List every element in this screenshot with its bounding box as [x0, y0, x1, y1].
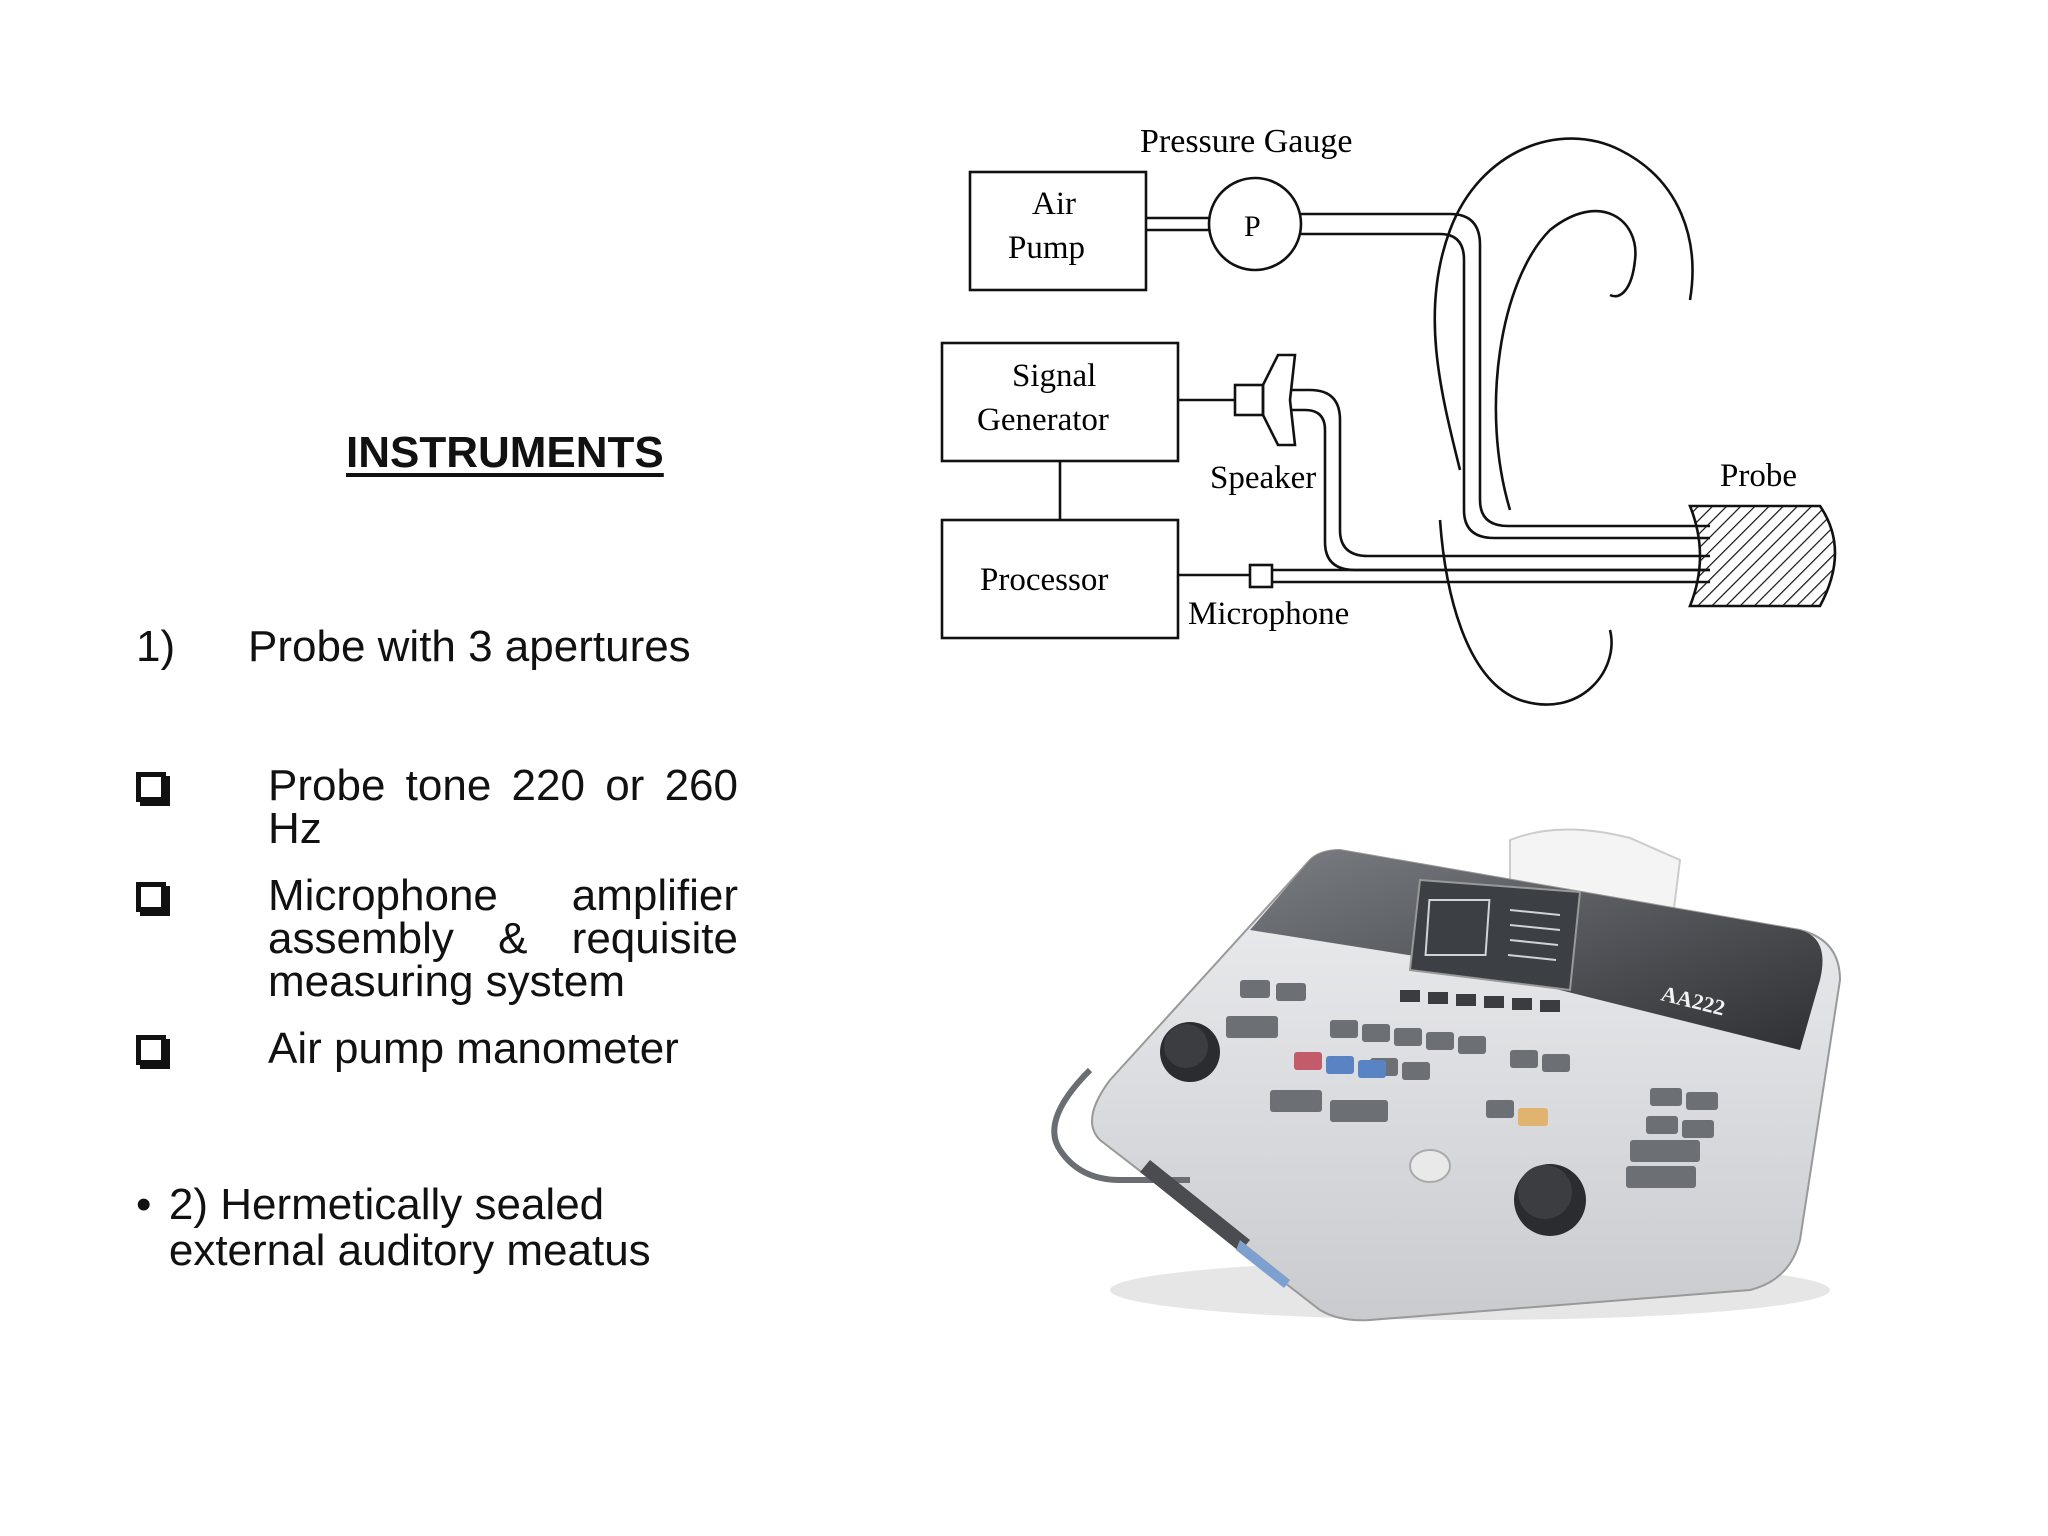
microphone-box	[1248, 563, 1274, 589]
checkbox-bullet-icon	[136, 1035, 170, 1069]
sub-item: Microphone amplifier assembly & requisit…	[136, 871, 738, 1006]
speaker-box	[1233, 383, 1265, 417]
probe-handpiece	[1140, 1160, 1250, 1252]
speaker-label: Speaker	[1210, 460, 1316, 496]
processor-label: Processor	[980, 562, 1108, 598]
gauge-symbol: P	[1244, 210, 1261, 243]
microphone-label: Microphone	[1188, 596, 1349, 632]
sub-item-text: Air pump manometer	[268, 1024, 679, 1073]
pressure-gauge-circle	[1207, 176, 1303, 272]
air-pump-label-line2: Pump	[1008, 230, 1085, 266]
item-2: • 2) Hermetically sealed external audito…	[136, 1182, 756, 1274]
probe-label: Probe	[1720, 458, 1797, 494]
sub-item-list: Probe tone 220 or 260 Hz Microphone ampl…	[136, 764, 738, 1094]
sub-item-text: Microphone amplifier assembly & requisit…	[268, 871, 738, 1006]
checkbox-bullet-icon	[136, 772, 170, 806]
tympanometer-diagram: Pressure Gauge P Air Pump Signal Generat…	[940, 123, 1837, 706]
ear-lobe	[1438, 519, 1613, 706]
sub-item-text: Probe tone 220 or 260 Hz	[268, 761, 738, 853]
tympanometer-device-illustration: AA222	[1051, 828, 1842, 1322]
speaker-cone-icon	[1261, 353, 1297, 447]
bullet-dot: •	[136, 1180, 152, 1229]
sub-item: Probe tone 220 or 260 Hz	[136, 761, 738, 853]
device-screen	[1408, 878, 1582, 992]
slide-title: INSTRUMENTS	[346, 428, 664, 477]
probe-body	[1688, 504, 1837, 608]
probe-cable	[1051, 1067, 1190, 1183]
signal-generator-label-line2: Generator	[977, 402, 1109, 438]
ear-inner-fold	[1494, 209, 1637, 511]
ear-outline	[1433, 137, 1694, 471]
signal-generator-label-line1: Signal	[1012, 358, 1096, 394]
center-trackball	[1409, 1149, 1451, 1183]
item-1: 1) Probe with 3 apertures	[136, 622, 691, 672]
item-1-number: 1)	[136, 622, 176, 671]
checkbox-bullet-icon	[136, 882, 170, 916]
item-1-text: Probe with 3 apertures	[248, 622, 691, 671]
item-2-text: 2) Hermetically sealed external auditory…	[168, 1180, 651, 1275]
air-pump-label-line1: Air	[1032, 186, 1076, 222]
pressure-gauge-label: Pressure Gauge	[1140, 123, 1352, 160]
sub-item: Air pump manometer	[136, 1024, 738, 1073]
